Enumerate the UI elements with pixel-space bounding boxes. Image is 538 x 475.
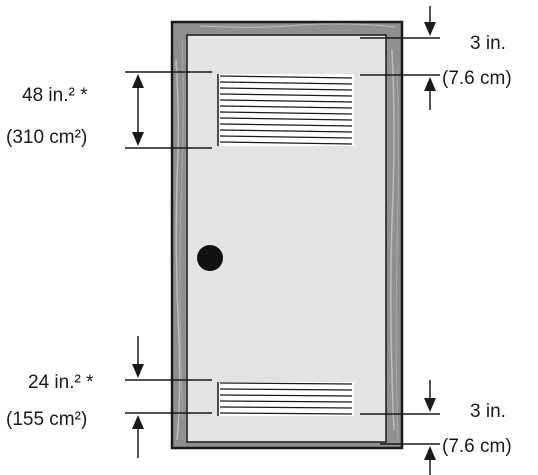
bottom-clearance-metric-label: (7.6 cm) bbox=[442, 436, 512, 457]
bottom-clearance-label: 3 in. bbox=[470, 401, 506, 422]
bottom-vent-area-label: 24 in.² * bbox=[28, 372, 94, 393]
bottom-vent-area-metric-label: (155 cm²) bbox=[6, 409, 88, 430]
top-clearance-label: 3 in. bbox=[470, 33, 506, 54]
bottom-vent-dimension bbox=[125, 336, 212, 458]
top-vent-area-metric-label: (310 cm²) bbox=[6, 127, 88, 148]
bottom-louver-vent bbox=[217, 382, 354, 416]
top-clearance-dimension bbox=[360, 6, 440, 110]
top-vent-area-label: 48 in.² * bbox=[22, 85, 88, 106]
top-vent-dimension bbox=[125, 71, 212, 149]
top-louver-vent bbox=[217, 74, 354, 146]
top-clearance-metric-label: (7.6 cm) bbox=[442, 68, 512, 89]
door-knob bbox=[197, 245, 223, 271]
bottom-clearance-dimension bbox=[360, 380, 440, 475]
